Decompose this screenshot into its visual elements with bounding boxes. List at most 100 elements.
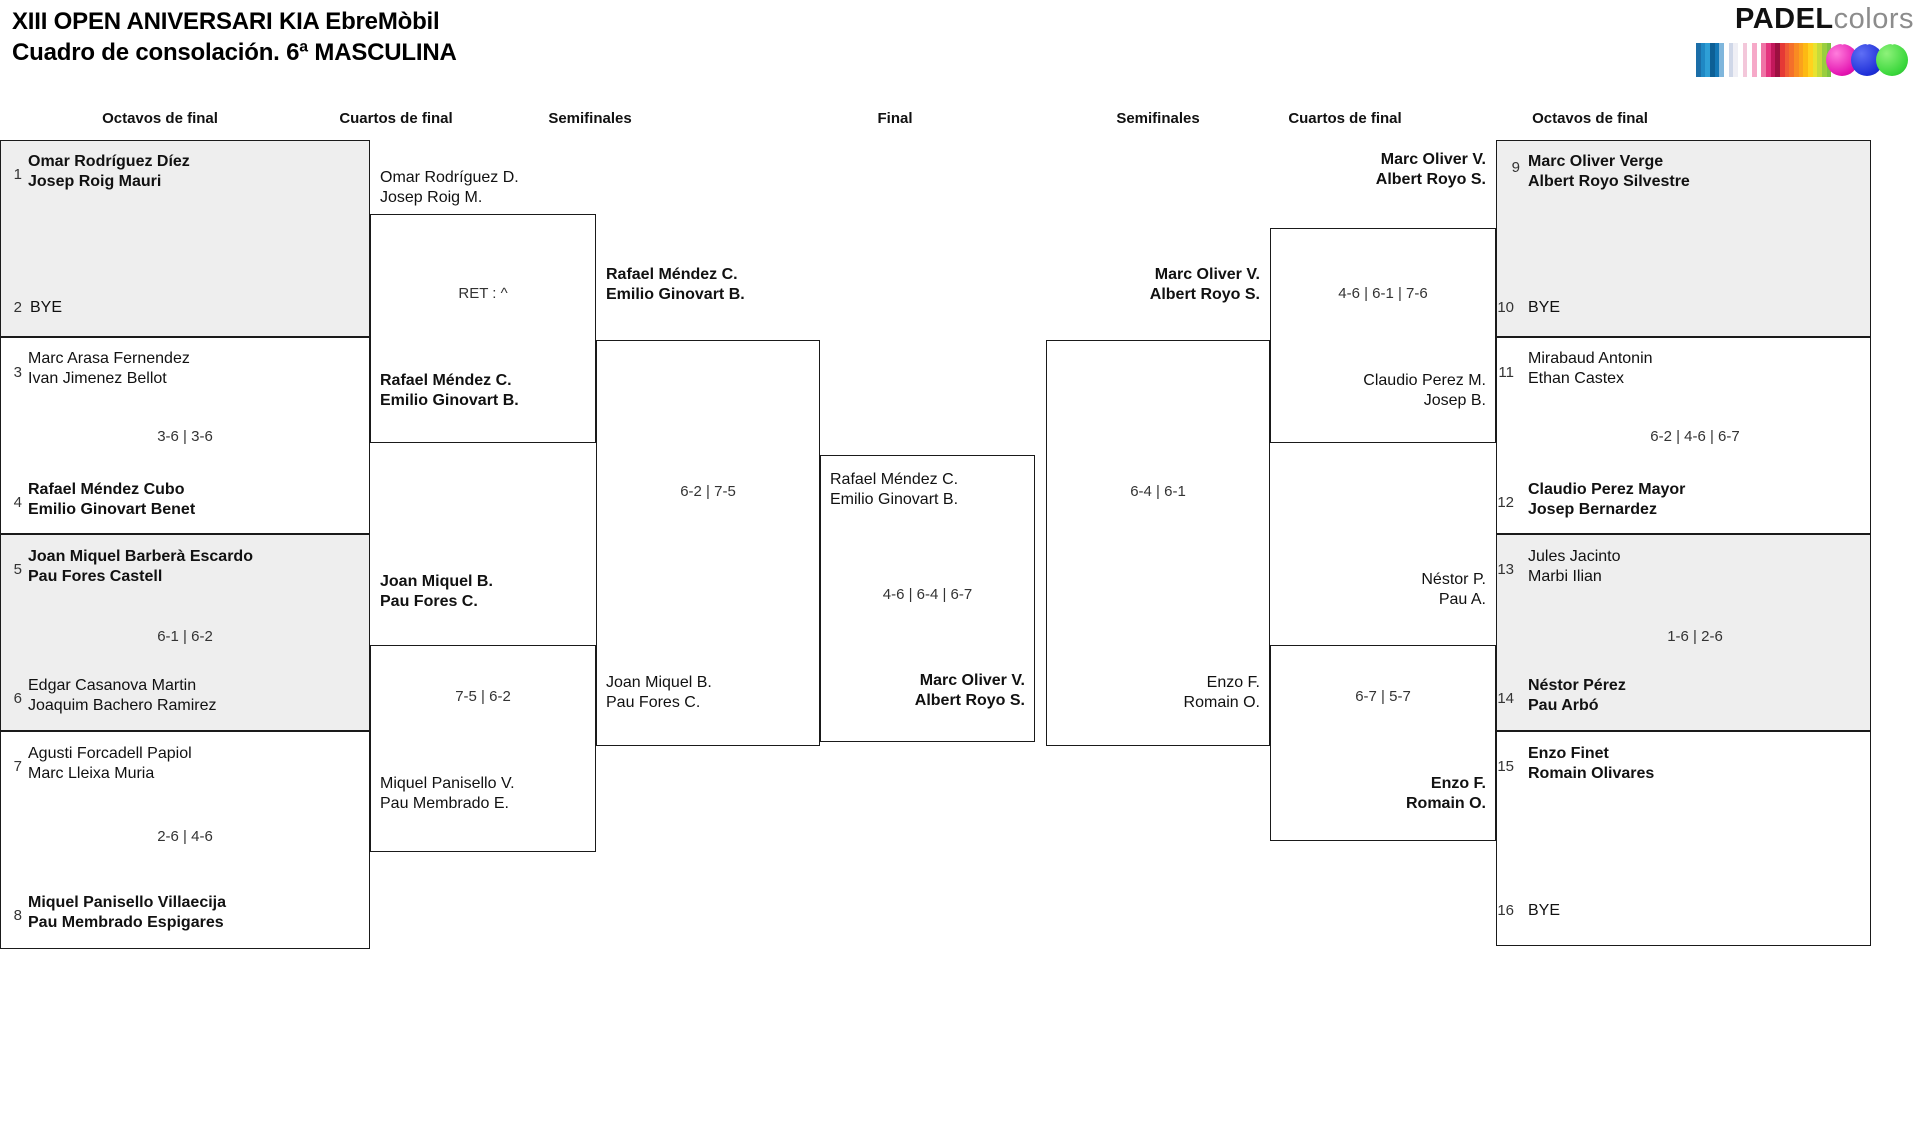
seed-number-3: 3 — [13, 364, 22, 381]
score-cuartos-right-1: 4-6 | 6-1 | 7-6 — [1338, 285, 1428, 302]
player-name: Pau Fores Castell — [28, 568, 163, 585]
player-name: Néstor Pérez — [1528, 677, 1626, 694]
player-pair-cuartos-left-1a: Omar Rodríguez D. Josep Roig M. — [380, 168, 519, 208]
color-barcode-icon — [1696, 43, 1837, 77]
player-name: Emilio Ginovart B. — [380, 392, 519, 409]
score-cuartos-right-2: 6-7 | 5-7 — [1355, 688, 1411, 705]
player-name: Pau A. — [1438, 591, 1486, 608]
player-pair-cuartos-right-2b: Enzo F. Romain O. — [1286, 774, 1486, 814]
player-name: Edgar Casanova Martin — [28, 677, 197, 694]
player-pair-15: Enzo Finet Romain Olivares — [1528, 744, 1654, 784]
player-name: Agusti Forcadell Papiol — [28, 745, 192, 762]
player-name: Rafael Méndez Cubo — [28, 481, 185, 498]
match-box-cuartos-right-2[interactable] — [1270, 645, 1496, 841]
player-pair-13: Jules Jacinto Marbi Ilian — [1528, 547, 1621, 587]
player-name: Josep Roig M. — [380, 189, 483, 206]
player-pair-3: Marc Arasa Fernendez Ivan Jimenez Bellot — [28, 349, 190, 389]
player-name: Rafael Méndez C. — [380, 372, 512, 389]
player-name: Enzo F. — [1430, 775, 1486, 792]
player-name: Miquel Panisello V. — [380, 775, 515, 792]
player-name: Marc Oliver V. — [1154, 266, 1260, 283]
match-box-final[interactable] — [820, 455, 1035, 742]
match-box-cuartos-left-2[interactable] — [370, 645, 596, 852]
seed-number-11: 11 — [1498, 364, 1514, 381]
score-octavos-right-3: 1-6 | 2-6 — [1667, 628, 1723, 645]
player-name: Claudio Perez M. — [1363, 372, 1486, 389]
seed-number-15: 15 — [1497, 758, 1514, 775]
player-name: Marc Lleixa Muria — [28, 765, 155, 782]
score-final: 4-6 | 6-4 | 6-7 — [882, 586, 973, 603]
player-pair-cuartos-right-1a: Marc Oliver V. Albert Royo S. — [1286, 150, 1486, 190]
player-name: Rafael Méndez C. — [606, 266, 738, 283]
player-name: Pau Fores C. — [606, 694, 701, 711]
padel-colors-logo: PADELcolors — [1666, 2, 1914, 77]
player-name: Omar Rodríguez D. — [380, 169, 519, 186]
player-name: Romain Olivares — [1528, 765, 1655, 782]
player-pair-11: Mirabaud Antonin Ethan Castex — [1528, 349, 1653, 389]
player-pair-cuartos-left-2b: Miquel Panisello V. Pau Membrado E. — [380, 774, 515, 814]
player-name: Joaquim Bachero Ramirez — [28, 697, 217, 714]
score-octavos-left-2: 3-6 | 3-6 — [157, 428, 213, 445]
tournament-name: XIII OPEN ANIVERSARI KIA EbreMòbil — [12, 8, 440, 35]
score-cuartos-left-1: RET : ^ — [458, 285, 508, 302]
player-name: Marbi Ilian — [1528, 568, 1602, 585]
player-name: Joan Miquel B. — [606, 674, 712, 691]
seed-number-12: 12 — [1497, 494, 1514, 511]
player-name: Pau Arbó — [1528, 697, 1599, 714]
bye-label-10: BYE — [1528, 299, 1561, 316]
match-box-semis-left-1[interactable] — [596, 340, 820, 746]
player-pair-9: Marc Oliver Verge Albert Royo Silvestre — [1528, 152, 1690, 192]
match-box-octavos-right-1[interactable] — [1496, 140, 1871, 337]
player-name: Marc Oliver V. — [1380, 151, 1486, 168]
score-octavos-left-4: 2-6 | 4-6 — [157, 828, 213, 845]
round-header-octavos-right: Octavos de final — [1532, 110, 1648, 127]
match-box-octavos-left-2[interactable] — [0, 337, 370, 534]
player-pair-semis-left-a: Rafael Méndez C. Emilio Ginovart B. — [606, 265, 745, 305]
match-box-octavos-left-3[interactable] — [0, 534, 370, 731]
seed-number-13: 13 — [1497, 561, 1514, 578]
player-name: Josep Roig Mauri — [28, 173, 162, 190]
player-name: Néstor P. — [1421, 571, 1486, 588]
player-name: Josep B. — [1423, 392, 1486, 409]
player-name: Enzo F. — [1206, 674, 1260, 691]
seed-number-2: 2 — [13, 299, 22, 316]
player-name: Pau Membrado E. — [380, 795, 509, 812]
player-pair-semis-right-a: Marc Oliver V. Albert Royo S. — [1056, 265, 1260, 305]
match-box-octavos-right-4[interactable] — [1496, 731, 1871, 946]
player-pair-cuartos-right-1b: Claudio Perez M. Josep B. — [1286, 371, 1486, 411]
score-octavos-right-2: 6-2 | 4-6 | 6-7 — [1650, 428, 1740, 445]
player-name: Jules Jacinto — [1528, 548, 1621, 565]
page-title: XIII OPEN ANIVERSARI KIA EbreMòbil Cuadr… — [12, 6, 457, 68]
tournament-subtitle: Cuadro de consolación. 6ª MASCULINA — [12, 39, 457, 66]
match-box-semis-right-1[interactable] — [1046, 340, 1270, 746]
match-box-cuartos-left-1[interactable] — [370, 214, 596, 443]
player-pair-cuartos-left-1b: Rafael Méndez C. Emilio Ginovart B. — [380, 371, 519, 411]
match-box-octavos-left-1[interactable] — [0, 140, 370, 337]
round-header-final: Final — [877, 110, 913, 127]
player-name: Josep Bernardez — [1528, 501, 1657, 518]
seed-number-7: 7 — [13, 758, 22, 775]
score-octavos-left-3: 6-1 | 6-2 — [157, 628, 213, 645]
player-name: Omar Rodríguez Díez — [28, 153, 190, 170]
player-pair-semis-right-b: Enzo F. Romain O. — [1056, 673, 1260, 713]
bye-label-16: BYE — [1528, 902, 1561, 919]
player-name: Ivan Jimenez Bellot — [28, 370, 167, 387]
player-name: Joan Miquel Barberà Escardo — [28, 548, 253, 565]
player-name: Albert Royo S. — [1149, 286, 1260, 303]
player-name: Joan Miquel B. — [380, 573, 493, 590]
player-pair-12: Claudio Perez Mayor Josep Bernardez — [1528, 480, 1685, 520]
match-box-octavos-left-4[interactable] — [0, 731, 370, 949]
match-box-octavos-right-2[interactable] — [1496, 337, 1871, 534]
player-name: Emilio Ginovart B. — [830, 491, 959, 508]
player-name: Romain O. — [1405, 795, 1486, 812]
seed-number-5: 5 — [13, 561, 22, 578]
round-header-semis-right: Semifinales — [1116, 110, 1200, 127]
player-name: Albert Royo Silvestre — [1528, 173, 1690, 190]
match-box-octavos-right-3[interactable] — [1496, 534, 1871, 731]
match-box-cuartos-right-1[interactable] — [1270, 228, 1496, 443]
logo-padel-text: PADEL — [1735, 3, 1834, 35]
seed-number-10: 10 — [1497, 299, 1514, 316]
player-name: Albert Royo S. — [1375, 171, 1486, 188]
round-header-cuartos-right: Cuartos de final — [1288, 110, 1402, 127]
player-pair-final-bottom: Marc Oliver V. Albert Royo S. — [825, 671, 1025, 711]
